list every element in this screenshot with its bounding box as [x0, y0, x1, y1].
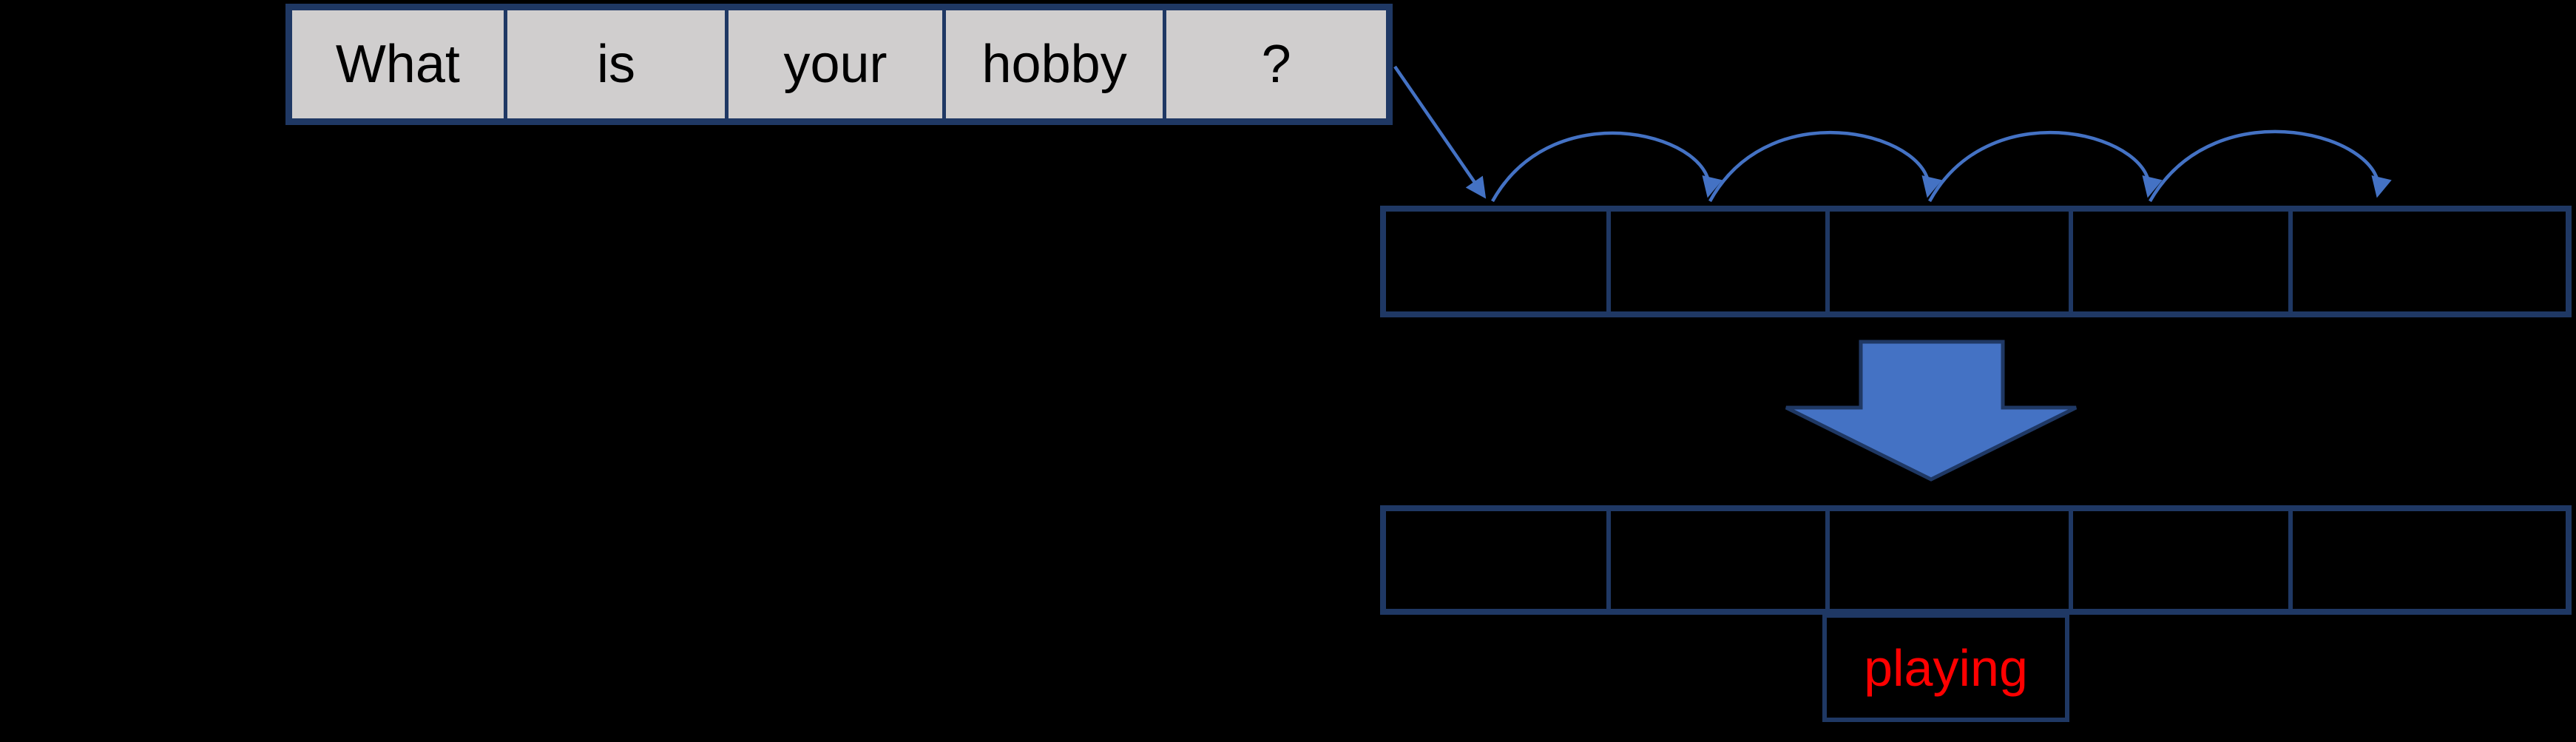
- state-row-top: [1380, 206, 2572, 317]
- diagonal-feed-arrow: [1393, 65, 1487, 199]
- state-cell: [1825, 511, 2069, 609]
- input-word-label: is: [596, 35, 635, 94]
- state-cell: [1606, 511, 1825, 609]
- input-word-cell: What: [292, 10, 504, 118]
- hop-arc-arrow-1: [1491, 131, 1723, 203]
- state-row-bottom: [1380, 505, 2572, 615]
- state-cell: [2288, 212, 2566, 311]
- input-word-label: ?: [1261, 35, 1291, 94]
- state-cell: [2069, 511, 2288, 609]
- input-word-row: What is your hobby ?: [285, 4, 1393, 125]
- hop-arc-arrow-4: [2149, 129, 2392, 203]
- state-cell: [1386, 511, 1606, 609]
- input-word-cell: hobby: [942, 10, 1163, 118]
- output-word-box: playing: [1822, 613, 2069, 722]
- state-cell: [1386, 212, 1606, 311]
- input-word-cell: ?: [1163, 10, 1386, 118]
- input-word-label: What: [335, 35, 460, 94]
- state-cell: [1606, 212, 1825, 311]
- big-down-arrow: [1785, 340, 2078, 482]
- input-word-label: your: [783, 35, 888, 94]
- hop-arc-arrow-2: [1708, 130, 1942, 203]
- state-cell: [2069, 212, 2288, 311]
- input-word-label: hobby: [981, 35, 1127, 94]
- input-word-cell: is: [503, 10, 726, 118]
- state-cell: [2288, 511, 2566, 609]
- hop-arc-arrow-3: [1928, 130, 2163, 203]
- output-word-label: playing: [1864, 638, 2028, 697]
- state-cell: [1825, 212, 2069, 311]
- input-word-cell: your: [725, 10, 942, 118]
